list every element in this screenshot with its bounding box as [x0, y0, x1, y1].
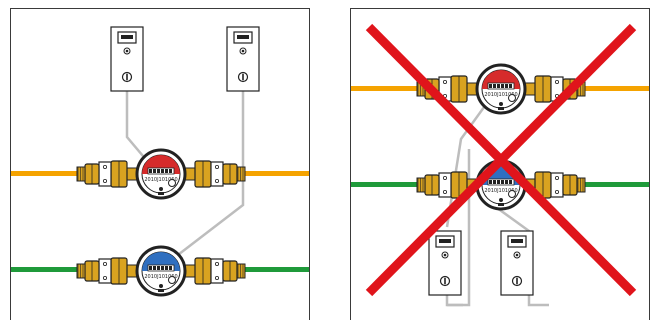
correct-installation-diagram: 2010J101060 2010J101060	[11, 26, 309, 297]
pulse-module-icon	[500, 230, 534, 296]
correct-installation-panel: 2010J101060 2010J101060	[10, 8, 310, 320]
prohibited-cross-icon	[365, 23, 637, 297]
pulse-module-icon	[226, 26, 260, 92]
module-wire	[156, 91, 245, 272]
pulse-module-icon	[110, 26, 144, 92]
hot-meter-serial: 2010J101060	[144, 177, 177, 183]
module-wire	[445, 295, 463, 307]
hot-water-meter-icon: 2010J101060	[416, 63, 586, 115]
module-wire	[447, 149, 471, 307]
hot-meter-serial: 2010J101060	[484, 92, 517, 98]
pulse-module-icon	[428, 230, 462, 296]
incorrect-installation-diagram: 2010J101060 2010J101060	[351, 23, 649, 307]
cold-water-meter-icon: 2010J101060	[416, 159, 586, 211]
cold-meter-serial: 2010J101060	[144, 274, 177, 280]
hot-water-meter-icon: 2010J101060	[76, 148, 246, 200]
cold-water-meter-icon: 2010J101060	[76, 245, 246, 297]
cold-meter-serial: 2010J101060	[484, 188, 517, 194]
incorrect-installation-panel: 2010J101060 2010J101060	[350, 8, 650, 320]
